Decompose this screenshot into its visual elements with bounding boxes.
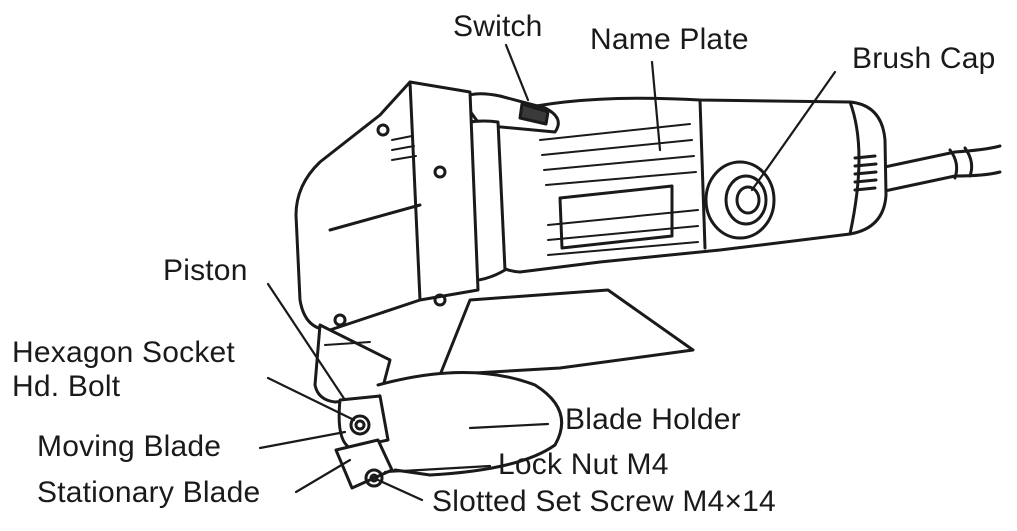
label-stationary-blade: Stationary Blade (37, 478, 260, 508)
gear-head (296, 82, 478, 330)
label-hex-bolt-line2: Hd. Bolt (12, 372, 120, 402)
leader-switch (506, 45, 528, 100)
power-cord (880, 146, 1000, 192)
label-moving-blade: Moving Blade (37, 432, 221, 462)
label-switch: Switch (453, 12, 543, 42)
label-name-plate: Name Plate (590, 25, 749, 55)
label-lock-nut: Lock Nut M4 (498, 450, 669, 480)
label-piston: Piston (163, 256, 248, 286)
leader-stationary-blade (296, 460, 350, 492)
label-hex-bolt-line1: Hexagon Socket (12, 338, 235, 368)
leader-moving-blade (260, 432, 345, 448)
blade-area (336, 396, 392, 488)
guide-plate (440, 290, 693, 375)
label-set-screw: Slotted Set Screw M4×14 (432, 487, 776, 517)
piston-assembly (315, 325, 390, 402)
leader-set-screw (378, 480, 422, 500)
label-brush-cap: Brush Cap (852, 44, 996, 74)
label-blade-holder: Blade Holder (565, 405, 741, 435)
